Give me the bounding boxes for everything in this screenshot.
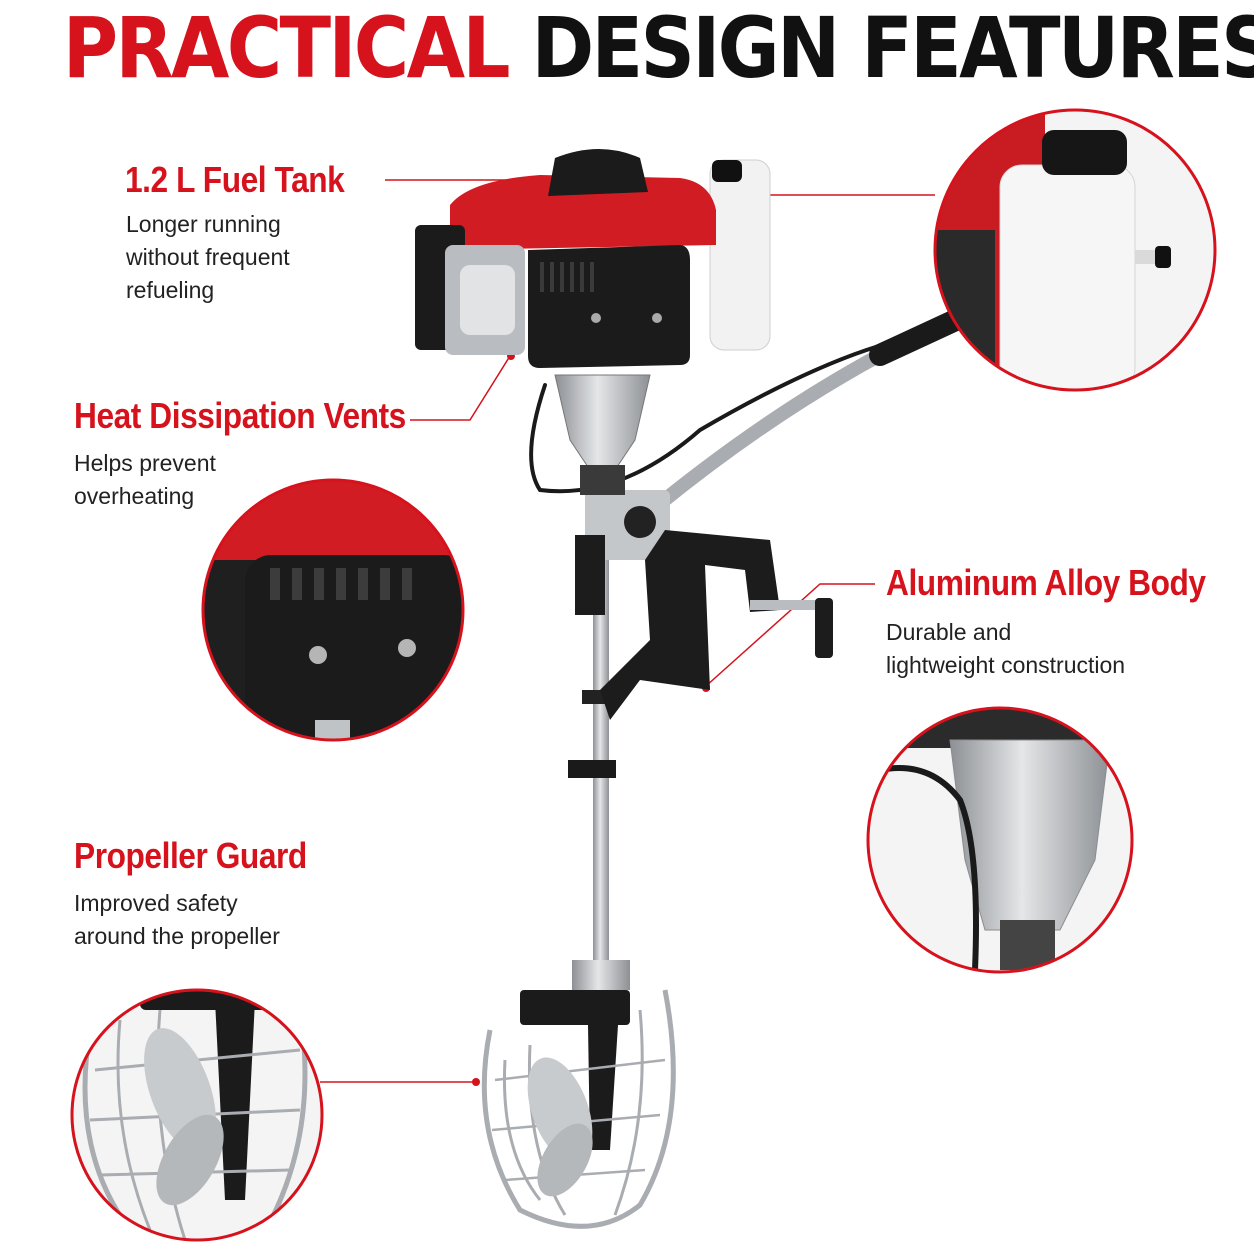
zoom-circle-fuel-tank: [933, 108, 1217, 392]
feature-title-heat-vents: Heat Dissipation Vents: [74, 395, 406, 436]
feature-desc-alloy-body: Durable and lightweight construction: [886, 619, 1126, 678]
zoom-circle-alloy-body: [866, 706, 1134, 974]
title-part-red: PRACTICAL: [62, 0, 511, 97]
feature-title-fuel-tank: 1.2 L Fuel Tank: [125, 159, 345, 200]
zoom-circle-heat-vents: [201, 478, 465, 742]
clamp-bracket: [575, 490, 833, 720]
title-part-black: DESIGN FEATURES: [531, 0, 1254, 97]
page-title: PRACTICAL DESIGN FEATURES: [63, 6, 1254, 90]
feature-desc-fuel-tank: Longer running without frequent refuelin…: [126, 211, 290, 303]
motor-shaft: [568, 560, 630, 990]
feature-desc-heat-vents: Helps prevent overheating: [74, 450, 216, 509]
callout-lines: [320, 179, 935, 1083]
gearbox: [554, 374, 651, 495]
zoom-circle-propeller-guard: [70, 988, 324, 1242]
feature-title-alloy-body: Aluminum Alloy Body: [886, 562, 1206, 603]
propeller-guard-main: [481, 989, 676, 1229]
engine: [415, 149, 771, 368]
feature-title-propeller-guard: Propeller Guard: [74, 835, 307, 876]
tiller-handle: [529, 307, 971, 527]
feature-desc-propeller-guard: Improved safety around the propeller: [74, 890, 280, 949]
